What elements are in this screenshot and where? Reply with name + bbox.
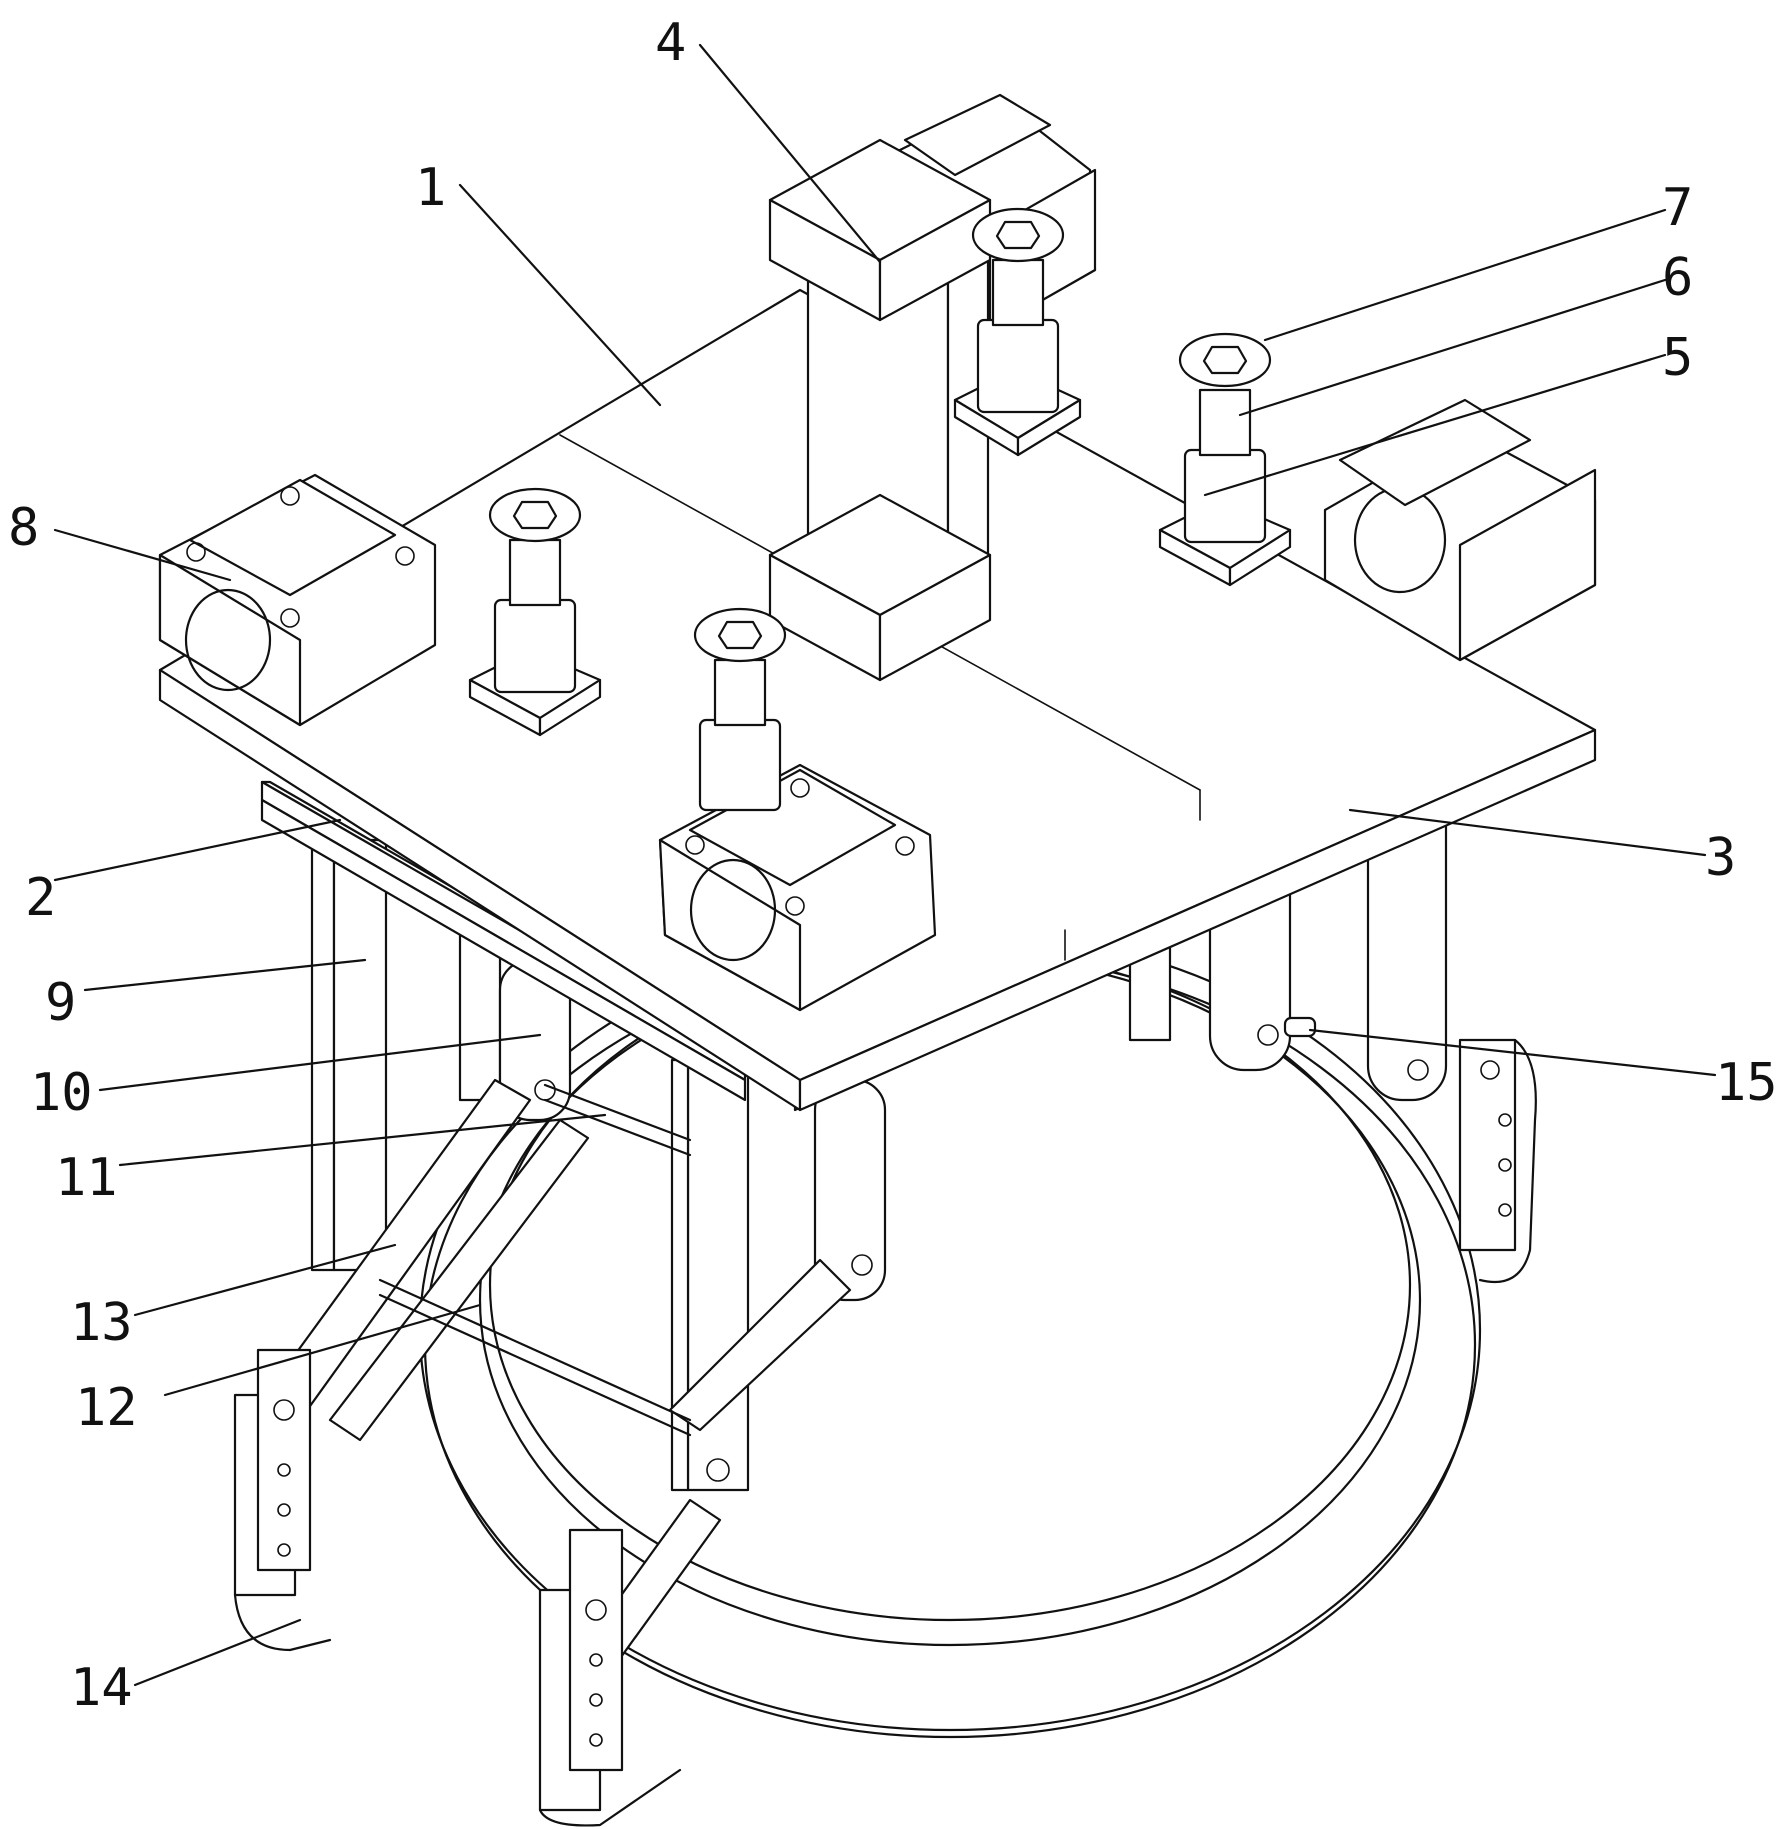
claw-plates (233, 1038, 1537, 1827)
callout-3: 3 (1705, 828, 1736, 888)
pillow-block-front (658, 763, 937, 1012)
top-plate (158, 288, 1597, 1112)
leader-lines (53, 43, 1717, 1687)
pin (1283, 1016, 1317, 1038)
callout-9: 9 (45, 973, 76, 1033)
callout-10: 10 (30, 1063, 93, 1123)
support-post-left (468, 487, 602, 737)
callout-8: 8 (8, 498, 39, 558)
callout-7: 7 (1662, 178, 1693, 238)
callout-12: 12 (75, 1378, 138, 1438)
callout-14: 14 (70, 1658, 133, 1718)
callout-labels: 1 2 3 4 5 6 7 8 9 10 11 12 13 14 15 (8, 13, 1778, 1718)
support-post-center (693, 607, 787, 812)
callout-11: 11 (55, 1148, 118, 1208)
callout-1: 1 (415, 158, 446, 218)
callout-15: 15 (1715, 1053, 1778, 1113)
callout-4: 4 (655, 13, 686, 73)
central-column (768, 138, 992, 682)
callout-13: 13 (70, 1293, 133, 1353)
support-post-right (1158, 332, 1292, 587)
callout-5: 5 (1662, 328, 1693, 388)
support-post-rear (953, 207, 1082, 457)
callout-2: 2 (25, 868, 56, 928)
pillow-block-right (1323, 398, 1597, 662)
callout-6: 6 (1662, 248, 1693, 308)
pillow-block-left (158, 473, 437, 727)
